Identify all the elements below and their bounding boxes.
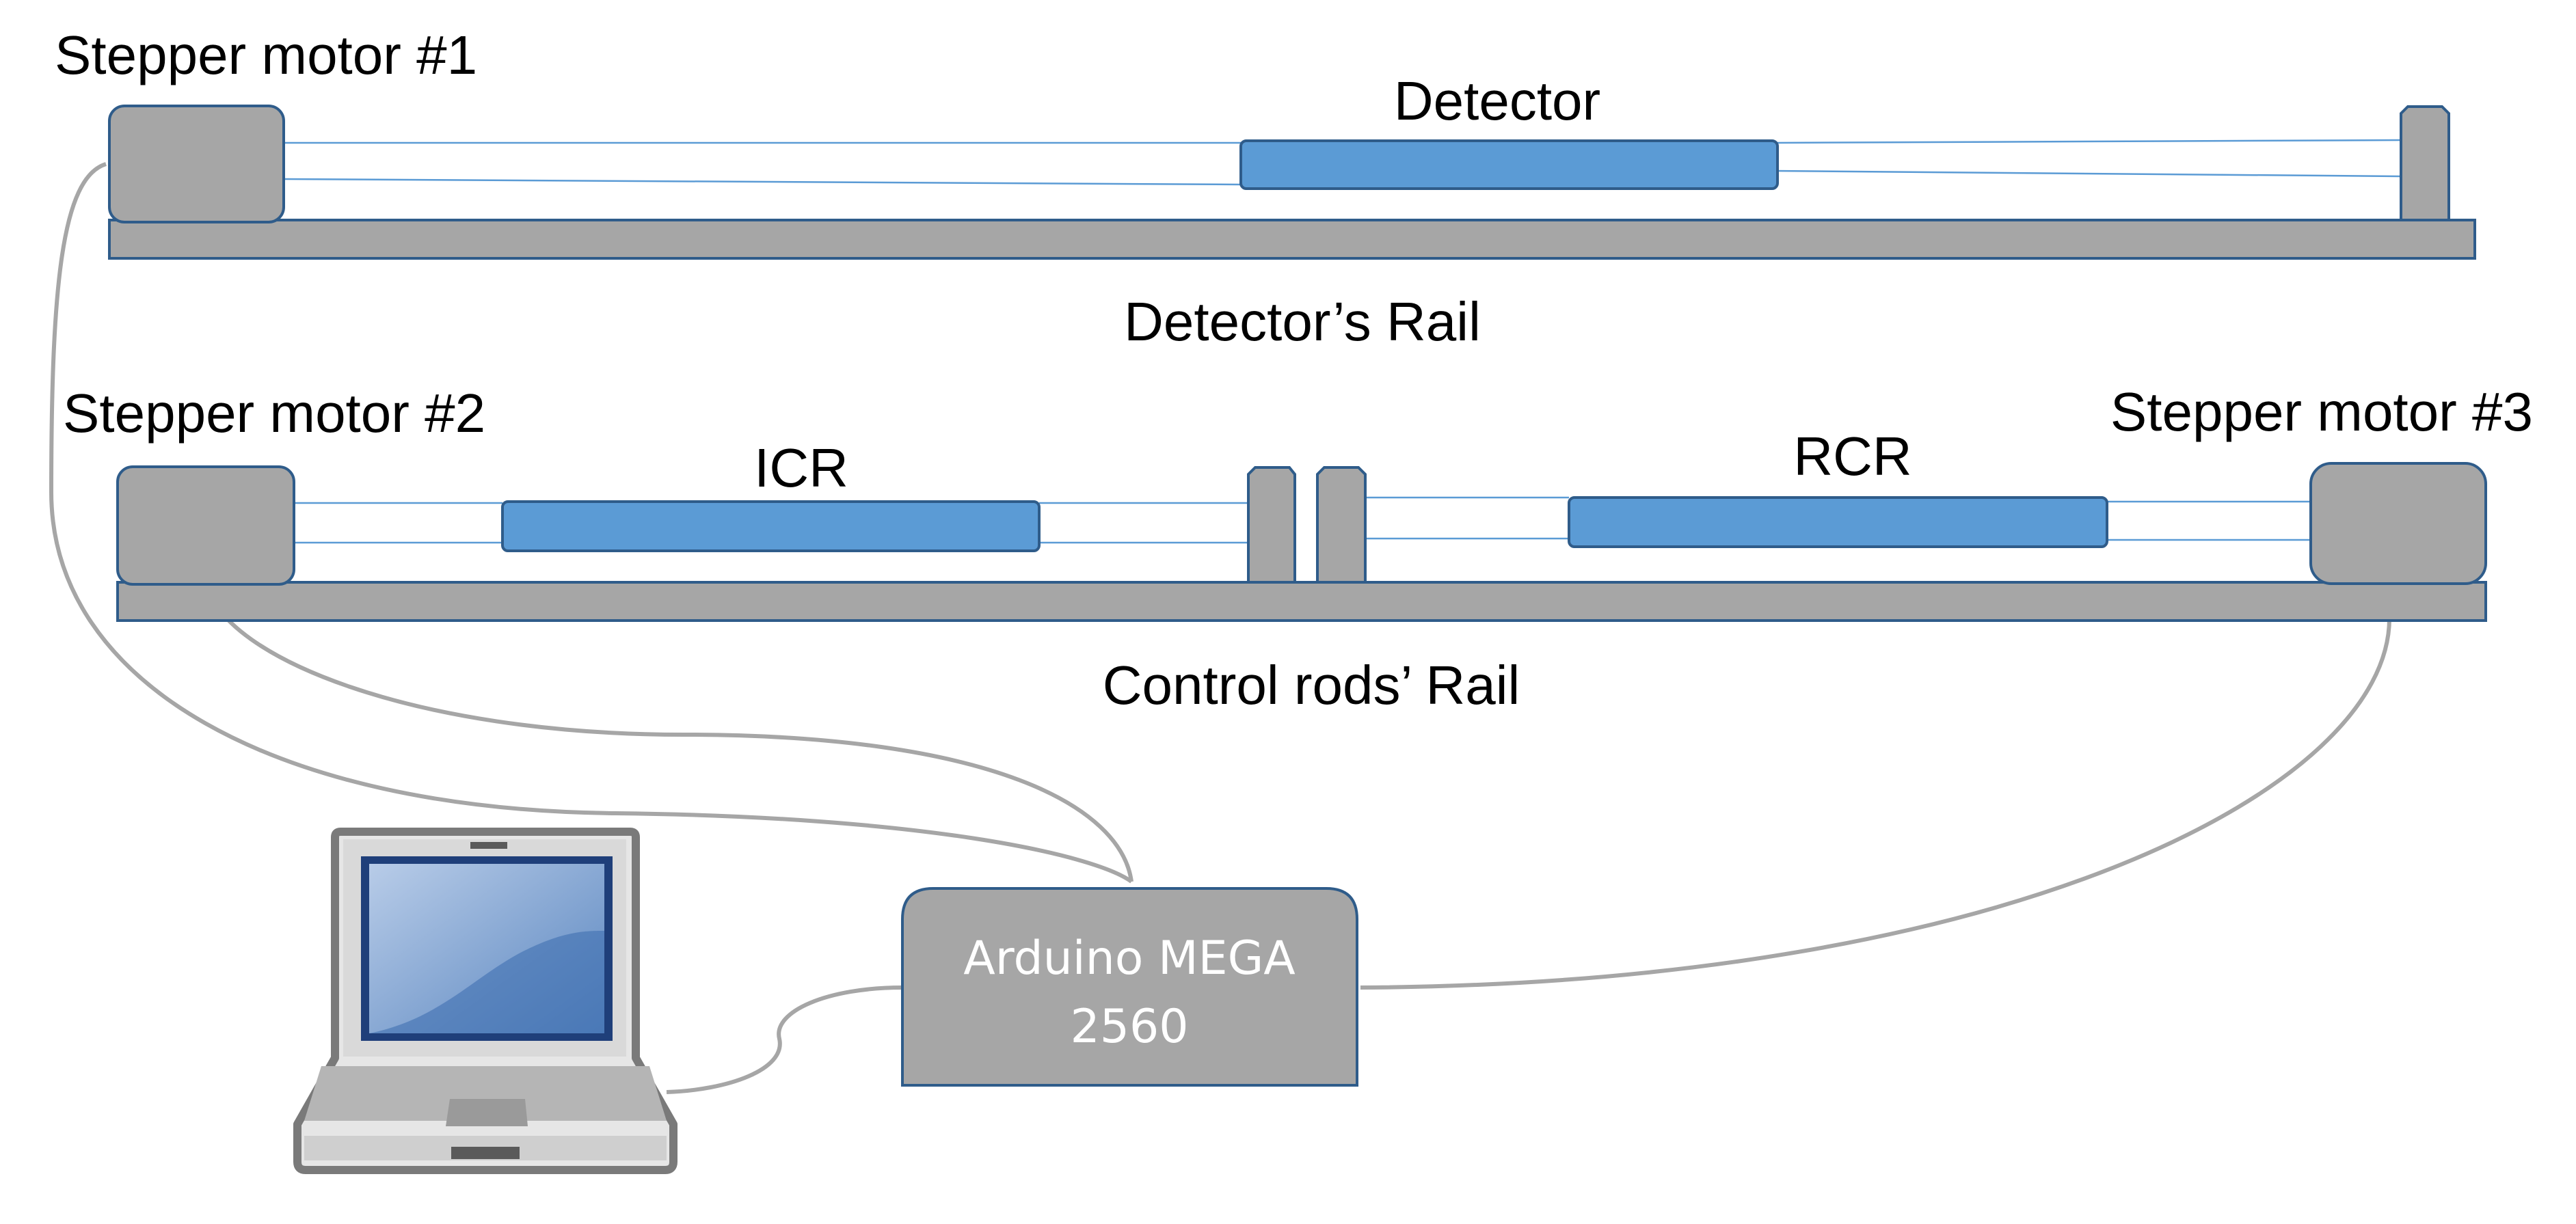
arduino-box xyxy=(901,887,1358,1087)
icr-rod xyxy=(501,500,1041,552)
stepper-motor-2-label: Stepper motor #2 xyxy=(63,383,485,444)
stepper-motor-2 xyxy=(116,465,295,586)
detector xyxy=(1239,139,1779,190)
guide-wire xyxy=(283,178,1242,186)
end-stop xyxy=(2400,105,2450,221)
cable-stepper1-arduino xyxy=(49,162,1133,884)
control-rods-rail-assembly xyxy=(116,462,2487,622)
detector-rail-assembly xyxy=(108,105,2476,260)
rcr-label: RCR xyxy=(1793,426,1911,487)
cable-stepper3-arduino xyxy=(1360,618,2391,990)
detector-rail xyxy=(108,219,2476,260)
rcr-rod xyxy=(1568,496,2108,548)
stepper-motor-3-label: Stepper motor #3 xyxy=(2110,381,2533,442)
end-stop xyxy=(1316,466,1367,584)
end-stop xyxy=(1247,466,1296,584)
icr-label: ICR xyxy=(754,437,848,498)
stepper-motor-3 xyxy=(2309,462,2487,585)
detector-rail-label: Detector’s Rail xyxy=(1124,291,1481,352)
laptop-icon xyxy=(293,828,677,1174)
arduino-label-line2: 2560 xyxy=(1070,1000,1188,1054)
cables xyxy=(49,162,2391,1094)
cable-stepper2-arduino xyxy=(206,587,1133,882)
guide-wire xyxy=(1773,139,2400,144)
stepper-motor-1 xyxy=(108,105,285,223)
control-rods-rail xyxy=(116,581,2487,622)
guide-wire xyxy=(1773,169,2400,178)
control-rods-rail-label: Control rods’ Rail xyxy=(1103,655,1520,716)
stepper-motor-1-label: Stepper motor #1 xyxy=(55,25,477,85)
arduino-board xyxy=(901,887,1358,1087)
cable-laptop-arduino xyxy=(666,985,903,1094)
arduino-label-line1: Arduino MEGA xyxy=(963,931,1296,985)
detector-label: Detector xyxy=(1394,70,1600,131)
